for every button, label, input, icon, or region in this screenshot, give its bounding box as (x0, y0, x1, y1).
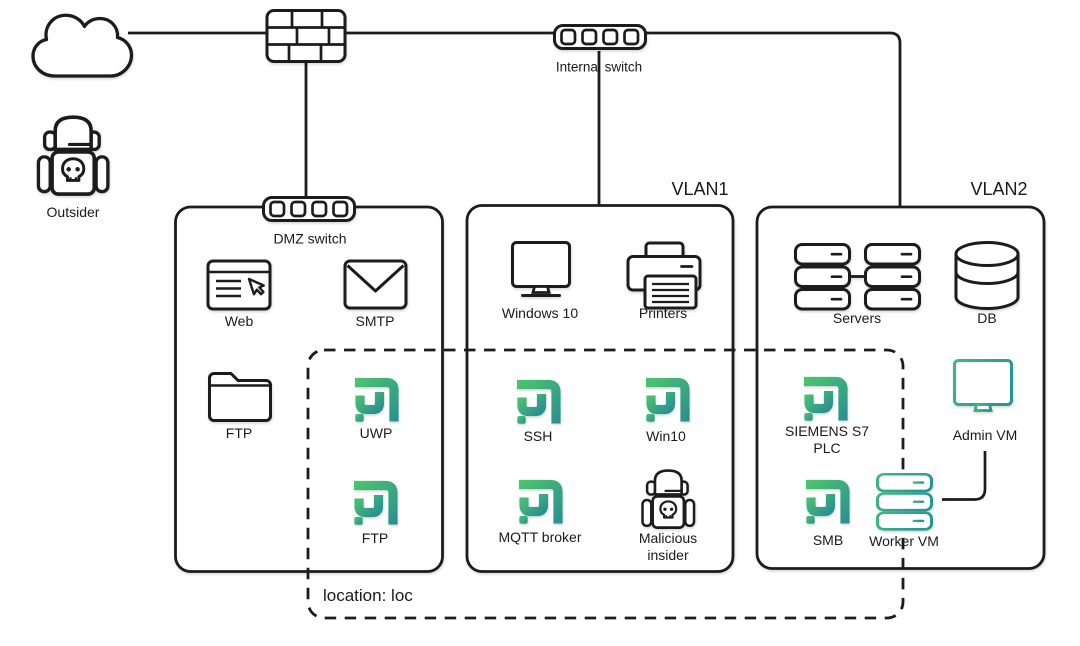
win10-agent-label: Win10 (646, 428, 686, 444)
admin-vm-icon (953, 359, 1013, 415)
smtp-label: SMTP (356, 313, 395, 329)
internal-switch-label: Internal switch (556, 60, 642, 75)
printer-icon (626, 241, 702, 310)
admin-vm-label: Admin VM (953, 427, 1018, 443)
vlan1-label: VLAN1 (671, 179, 728, 199)
dmz-switch-icon (262, 196, 356, 222)
database-icon (954, 241, 1020, 310)
mqtt-agent-label: MQTT broker (499, 529, 582, 545)
link-cloud-firewall-switch-vlan2 (128, 31, 902, 207)
servers-icon (794, 243, 921, 311)
outsider-label: Outsider (47, 204, 100, 220)
windows10-monitor-icon (511, 241, 571, 297)
dmz-switch-label: DMZ switch (273, 231, 346, 247)
ftp-agent-label: FTP (362, 530, 388, 546)
internal-switch-icon (553, 24, 647, 50)
worker-vm-label: Worker VM (869, 533, 939, 549)
ftp-folder-icon (208, 372, 272, 422)
cursor-icon (247, 277, 265, 296)
web-label: Web (225, 313, 254, 329)
network-links (128, 31, 902, 207)
worker-vm-icon (876, 472, 933, 531)
firewall-icon (265, 9, 347, 63)
siemens-plc-label-line2: PLC (813, 440, 840, 456)
cloud-icon (31, 13, 134, 78)
smtp-envelope-icon (343, 259, 408, 310)
malicious-insider-label-line2: insider (647, 547, 689, 563)
vlan2-label: VLAN2 (970, 179, 1027, 199)
siemens-plc-label-line1: SIEMENS S7 (785, 423, 869, 439)
link-admin-vm-worker-vm (942, 451, 987, 501)
db-label: DB (977, 310, 996, 326)
windows10-label: Windows 10 (502, 305, 578, 321)
servers-label: Servers (833, 310, 881, 326)
malicious-insider-label-line1: Malicious (639, 530, 697, 546)
smb-agent-label: SMB (813, 532, 843, 548)
outsider-attacker-icon (36, 115, 110, 196)
ssh-agent-label: SSH (524, 428, 553, 444)
printers-label: Printers (639, 305, 687, 321)
uwp-agent-label: UWP (360, 425, 393, 441)
ftp-label: FTP (226, 425, 252, 441)
location-scope-label: location: loc (323, 586, 413, 605)
web-browser-icon (206, 259, 272, 311)
